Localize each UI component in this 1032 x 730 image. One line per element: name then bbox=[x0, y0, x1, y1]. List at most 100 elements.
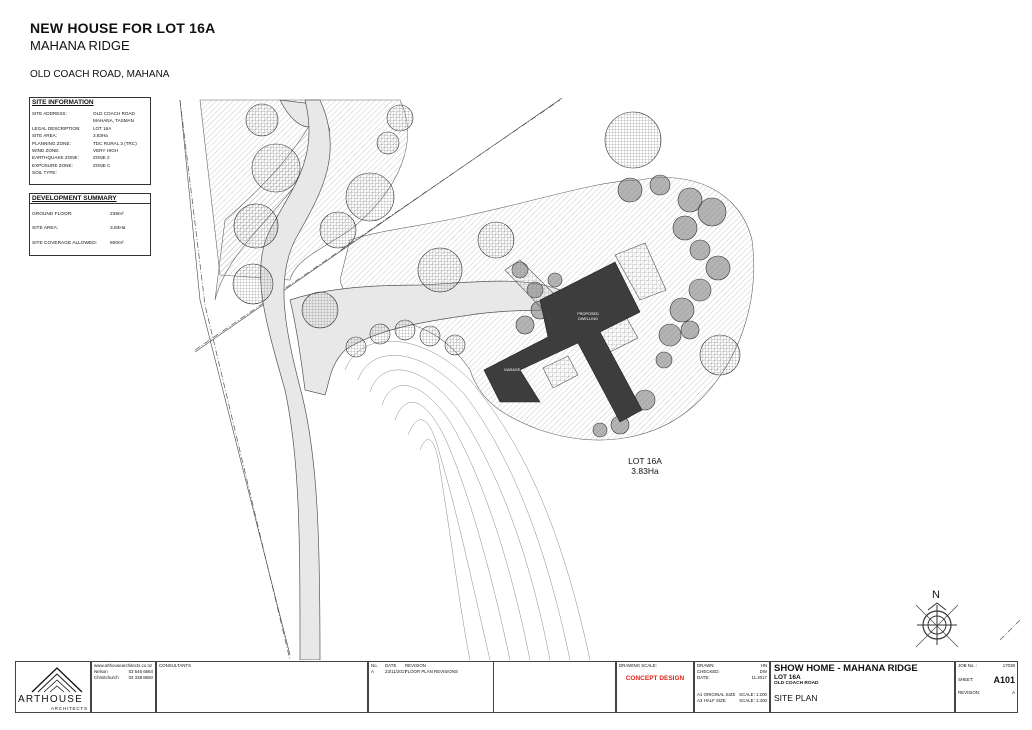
site-info-key: SITE ADDRESS: bbox=[32, 111, 67, 116]
website-link[interactable]: www.arthousearchitects.co.nz bbox=[94, 663, 153, 668]
site-information-heading: SITE INFORMATION bbox=[32, 99, 94, 106]
revision-label: REVISION: bbox=[958, 690, 981, 695]
proposed-dwelling bbox=[483, 261, 643, 423]
lot-label-area: 3.83Ha bbox=[631, 466, 659, 476]
drawing-meta-cell: DRAWN:HN CHECKED:DW DATE:11.2017 A1 ORIG… bbox=[694, 661, 770, 713]
lot-label: LOT 16A 3.83Ha bbox=[615, 456, 675, 476]
a3-scale: SCALE: 1:400 bbox=[739, 698, 767, 703]
site-info-value: MAHANA, TASMAN bbox=[93, 118, 134, 124]
sheet-value: A101 bbox=[993, 675, 1015, 685]
drawing-title: NEW HOUSE FOR LOT 16A bbox=[30, 20, 216, 36]
dev-summary-key: SITE COVERAGE ALLOWED: bbox=[32, 240, 98, 246]
date-label: DATE: bbox=[697, 675, 710, 680]
job-no-value: 17038 bbox=[1002, 663, 1015, 668]
project-lot: LOT 16A bbox=[774, 674, 801, 681]
rev-date-header: DATE bbox=[385, 663, 397, 668]
sheet-title: SITE PLAN bbox=[774, 693, 818, 703]
site-info-key: SOIL TYPE: bbox=[32, 170, 57, 176]
site-info-key: SITE AREA: bbox=[32, 133, 58, 139]
a3-size-label: A3 HALF SIZE bbox=[697, 698, 726, 703]
dev-summary-row: SITE AREA: 3.83Ha bbox=[30, 222, 150, 237]
site-info-row: SOIL TYPE: bbox=[30, 169, 150, 176]
consultants-cell: CONSULTANTS bbox=[156, 661, 368, 713]
dev-summary-key: GROUND FLOOR: bbox=[32, 211, 73, 217]
drawing-scale-label: DRAWING SCALE: bbox=[619, 663, 657, 668]
site-info-value: TDC RURAL 3 (TRC) bbox=[93, 140, 137, 146]
site-info-key: LEGAL DESCRIPTION: bbox=[32, 125, 81, 131]
contour-lines bbox=[344, 341, 591, 660]
dev-summary-value: 3.83Ha bbox=[110, 226, 126, 232]
checked-value: DW bbox=[759, 669, 767, 674]
office-nelson: Nelson bbox=[94, 669, 108, 674]
revision-value: A bbox=[1012, 690, 1015, 695]
site-info-value: ZONE 2 bbox=[93, 155, 110, 161]
office-christchurch: Christchurch bbox=[94, 675, 119, 680]
consultants-label: CONSULTANTS bbox=[159, 663, 192, 668]
dwelling-label: PROPOSED DWELLING bbox=[573, 312, 603, 322]
project-title: SHOW HOME - MAHANA RIDGE bbox=[774, 663, 918, 674]
project-cell: SHOW HOME - MAHANA RIDGE LOT 16A OLD COA… bbox=[770, 661, 955, 713]
north-arrow-icon bbox=[915, 602, 959, 648]
site-information-panel: SITE INFORMATION SITE ADDRESS: OLD COACH … bbox=[29, 97, 151, 185]
project-road: OLD COACH ROAD bbox=[774, 681, 819, 686]
site-info-value: ZONE C bbox=[93, 162, 111, 168]
phone-nelson: 03 546 6564 bbox=[128, 669, 153, 674]
site-info-row: PLANNING ZONE: TDC RURAL 3 (TRC) bbox=[30, 140, 150, 147]
logo-subtitle: ARCHITECTS bbox=[51, 706, 88, 711]
rev-a-no: A bbox=[371, 669, 374, 674]
development-summary-heading: DEVELOPMENT SUMMARY bbox=[30, 194, 150, 204]
site-info-value: OLD COACH ROAD bbox=[93, 111, 135, 116]
lot-label-name: LOT 16A bbox=[628, 456, 662, 466]
date-value: 11.2017 bbox=[751, 675, 767, 680]
dev-summary-row: SITE COVERAGE ALLOWED: 600m² bbox=[30, 236, 150, 251]
rev-no-header: No. bbox=[371, 663, 378, 668]
status-concept-design: CONCEPT DESIGN bbox=[625, 675, 685, 682]
drawn-value: HN bbox=[760, 663, 767, 668]
dwelling-label-line2: DWELLING bbox=[578, 317, 598, 321]
arthouse-logo-icon bbox=[31, 667, 83, 693]
dwelling-label-line1: PROPOSED bbox=[577, 312, 599, 316]
drawing-subtitle: MAHANA RIDGE bbox=[30, 38, 130, 53]
site-info-row: SITE AREA: 3.83Ha bbox=[30, 132, 150, 139]
site-info-key: EXPOSURE ZONE: bbox=[32, 162, 73, 168]
trees bbox=[232, 103, 741, 376]
phone-christchurch: 03 338 8650 bbox=[128, 675, 153, 680]
site-info-value: 3.83Ha bbox=[93, 133, 108, 139]
logo-cell: ARTHOUSE ARCHITECTS bbox=[15, 661, 91, 713]
garage-label: GARAGE bbox=[504, 368, 521, 372]
site-info-row: LEGAL DESCRIPTION: LOT 16A bbox=[30, 125, 150, 132]
site-info-value: VERY HIGH bbox=[93, 148, 119, 154]
site-info-key: WIND ZONE: bbox=[32, 148, 60, 154]
driveway bbox=[260, 99, 576, 660]
sheet-info-cell: JOB No. : 17038 SHEET: A101 REVISION: A bbox=[955, 661, 1018, 713]
site-information-rows: SITE ADDRESS: OLD COACH ROAD MAHANA, TASMA… bbox=[30, 110, 150, 177]
drawing-scale-cell: DRAWING SCALE: CONCEPT DESIGN bbox=[616, 661, 694, 713]
dev-summary-key: SITE AREA: bbox=[32, 226, 59, 232]
site-address-heading: OLD COACH ROAD, MAHANA bbox=[30, 69, 170, 80]
a1-scale: SCALE: 1:200 bbox=[739, 692, 767, 697]
a1-size-label: A1 ORIGINAL SIZE bbox=[697, 692, 736, 697]
dev-summary-value: 600m² bbox=[110, 240, 124, 246]
sheet-label: SHEET: bbox=[958, 677, 974, 682]
site-info-row: EARTHQUAKE ZONE: ZONE 2 bbox=[30, 154, 150, 161]
site-info-row: MAHANA, TASMAN bbox=[30, 117, 150, 124]
dev-summary-row: GROUND FLOOR: 239m² bbox=[30, 207, 150, 222]
development-summary-panel: DEVELOPMENT SUMMARY GROUND FLOOR: 239m² SI… bbox=[29, 193, 151, 256]
dev-summary-value: 239m² bbox=[110, 211, 124, 217]
logo-name: ARTHOUSE bbox=[18, 694, 83, 705]
site-info-row: SITE ADDRESS: OLD COACH ROAD bbox=[30, 110, 150, 117]
revisions-cell: No. DATE REVISION A 23/11/2017 FLOOR PLA… bbox=[368, 661, 616, 713]
site-info-value: LOT 16A bbox=[93, 125, 112, 131]
rev-a-date: 23/11/2017 bbox=[385, 669, 407, 674]
north-label: N bbox=[932, 589, 940, 601]
site-info-key: PLANNING ZONE: bbox=[32, 140, 71, 146]
rev-a-desc: FLOOR PLAN REVISIONS bbox=[405, 669, 458, 674]
site-plan-drawing bbox=[179, 97, 1021, 660]
site-info-row: WIND ZONE: VERY HIGH bbox=[30, 147, 150, 154]
site-info-row: EXPOSURE ZONE: ZONE C bbox=[30, 162, 150, 169]
job-no-label: JOB No. : bbox=[958, 663, 978, 668]
checked-label: CHECKED: bbox=[697, 669, 720, 674]
site-info-key: EARTHQUAKE ZONE: bbox=[32, 155, 79, 161]
rev-desc-header: REVISION bbox=[405, 663, 426, 668]
